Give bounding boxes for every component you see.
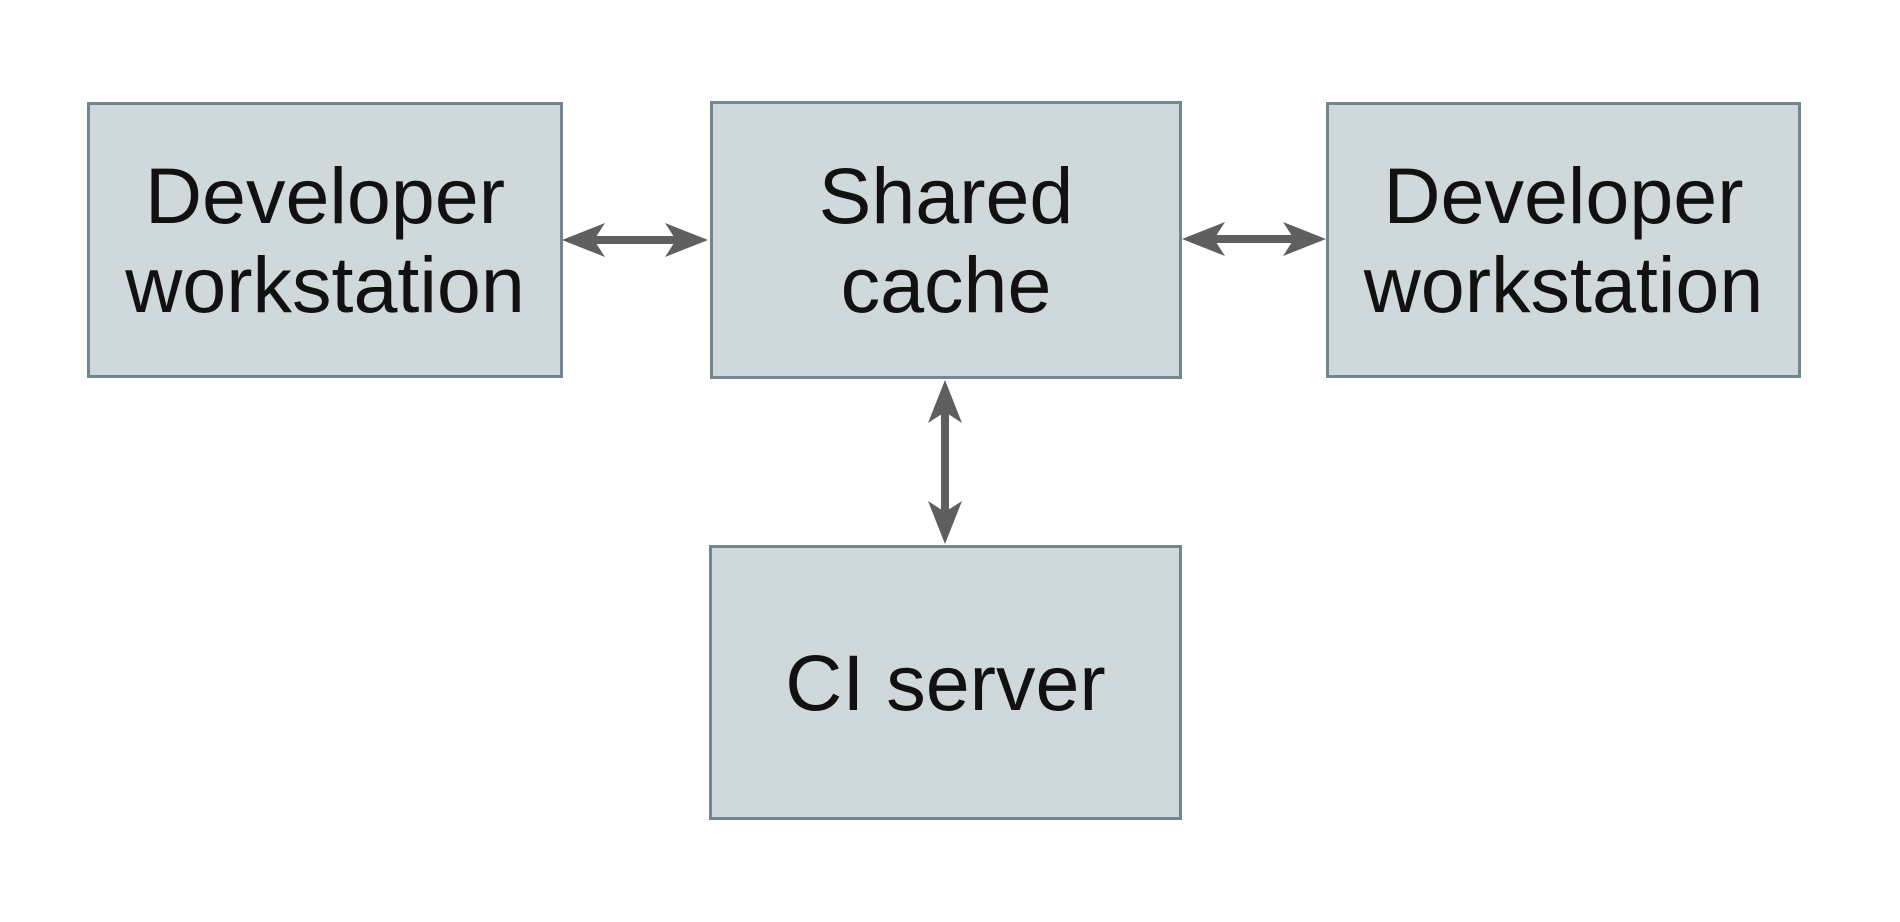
node-label: CI server [785, 637, 1106, 727]
node-developer-workstation-left: Developer workstation [87, 102, 563, 378]
arrowhead-left [562, 223, 605, 257]
node-label: Developer workstation [125, 150, 525, 329]
node-label: Developer workstation [1363, 150, 1764, 329]
node-shared-cache: Shared cache [710, 101, 1182, 379]
bidirectional-arrow-shared-cache-workstation-right [1182, 222, 1326, 256]
bidirectional-arrow-workstation-left-shared-cache [562, 223, 708, 257]
arrow-shaft [590, 236, 680, 244]
arrowhead-bottom [928, 501, 962, 544]
arrowhead-right [665, 223, 708, 257]
arrowhead-top [928, 380, 962, 423]
arrow-shaft [1210, 235, 1298, 243]
arrowhead-left [1182, 222, 1225, 256]
node-label: Shared cache [818, 150, 1074, 329]
arrow-shaft [941, 408, 949, 516]
bidirectional-arrow-shared-cache-ci-server [928, 380, 962, 544]
node-developer-workstation-right: Developer workstation [1326, 102, 1801, 378]
node-ci-server: CI server [709, 545, 1182, 820]
arrowhead-right [1283, 222, 1326, 256]
